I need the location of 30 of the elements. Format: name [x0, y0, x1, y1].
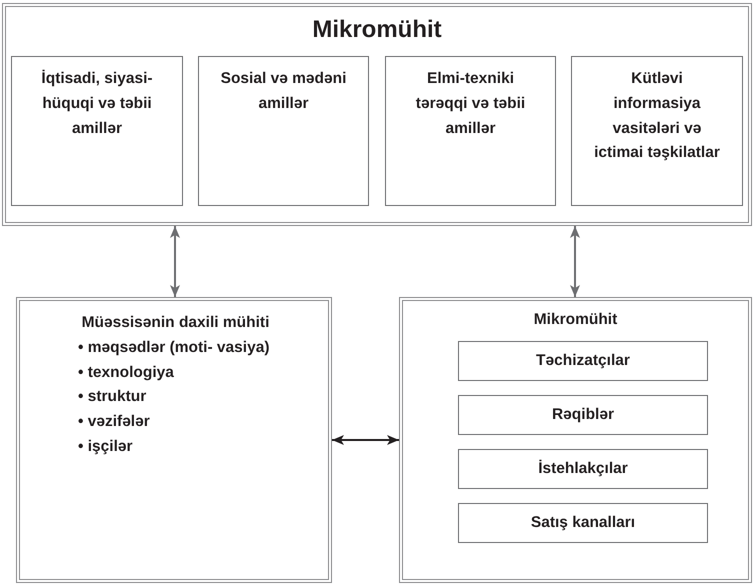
- group-box: [16, 297, 332, 583]
- heading: Mikromühit: [534, 310, 618, 330]
- bullet-item: • texnologiya: [78, 362, 175, 383]
- bullet-item: • struktur: [78, 387, 148, 408]
- factor-label: İqtisadi, siyasi-hüquqi və təbii amillər: [40, 68, 154, 139]
- factor-box: [385, 56, 556, 206]
- heading: Müəssisənin daxili mühiti: [80, 313, 270, 333]
- factor-label: Sosial və mədəni amillər: [220, 69, 348, 114]
- factor-label: Elmi-texniki tərəqqi və təbii amillər: [414, 69, 526, 139]
- group-box: [399, 297, 752, 583]
- factor-box: [198, 56, 369, 206]
- bullet-item: • vəzifələr: [78, 412, 151, 432]
- heading: Mikromühit: [312, 15, 442, 45]
- double-arrow: [570, 226, 580, 297]
- factor-label: Kütləvi informasiya vasitələri və ictimai təşkilatlar: [593, 69, 721, 164]
- factor-label: Satış kanalları: [530, 513, 636, 532]
- factor-box: [458, 395, 708, 435]
- factor-box: [11, 56, 183, 206]
- group-box: [2, 3, 752, 226]
- bullet-item: • işçilər: [78, 436, 134, 457]
- bullet-item: • məqsədlər (moti- vasiya): [78, 338, 270, 358]
- factor-label: Rəqiblər: [550, 405, 615, 424]
- factor-label: İstehlakçılar: [537, 458, 629, 478]
- factor-box: [458, 503, 708, 543]
- double-arrow: [170, 226, 180, 297]
- factor-box: [571, 56, 743, 206]
- factor-box: [458, 449, 708, 489]
- double-arrow: [332, 435, 399, 445]
- factor-box: [458, 341, 708, 381]
- factor-label: Təchizatçılar: [535, 351, 631, 370]
